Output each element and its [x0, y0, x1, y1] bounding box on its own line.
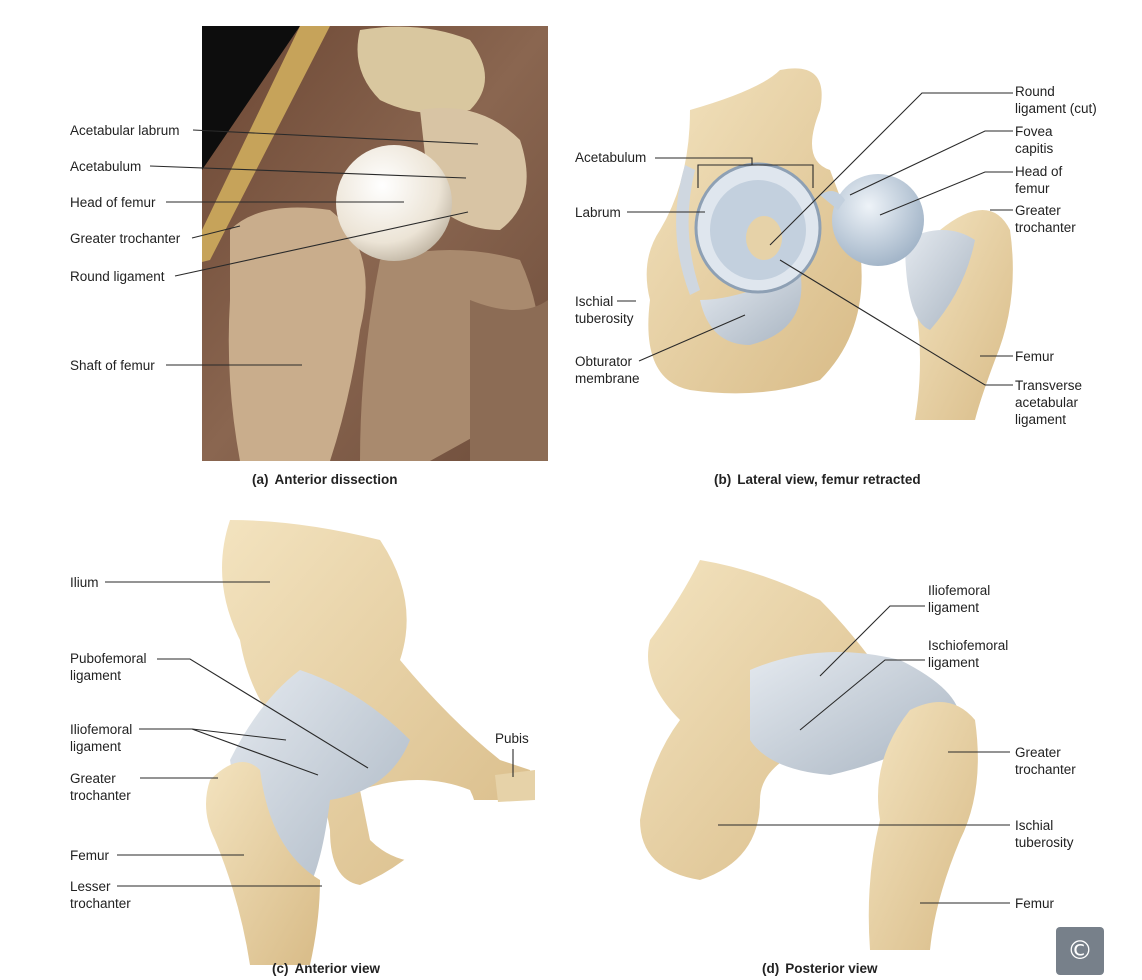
- label-b-obturator-line1: Obturator: [575, 354, 633, 369]
- caption-d: (d) Posterior view: [762, 961, 878, 976]
- label-c-pubis: Pubis: [495, 731, 529, 746]
- label-shaft-of-femur: Shaft of femur: [70, 358, 155, 373]
- dissection-photo: [202, 26, 548, 461]
- label-d-femur: Femur: [1015, 896, 1055, 911]
- label-d-ischial-tuberosity-line1: Ischial: [1015, 818, 1054, 833]
- caption-a: (a) Anterior dissection: [252, 472, 398, 487]
- label-b-fovea-line1: Fovea: [1015, 124, 1053, 139]
- label-d-ischial-tuberosity-line2: tuberosity: [1015, 835, 1074, 850]
- label-c-pubofemoral-line2: ligament: [70, 668, 122, 683]
- caption-a-title: Anterior dissection: [274, 472, 398, 487]
- label-d-iliofemoral-line2: ligament: [928, 600, 980, 615]
- lateral-view-illustration: [646, 68, 1013, 420]
- caption-d-letter: (d): [762, 961, 780, 976]
- label-b-round-ligament-line1: Round: [1015, 84, 1055, 99]
- label-greater-trochanter: Greater trochanter: [70, 231, 181, 246]
- caption-a-letter: (a): [252, 472, 269, 487]
- label-b-head-line1: Head of: [1015, 164, 1063, 179]
- label-b-fovea-line2: capitis: [1015, 141, 1054, 156]
- label-b-greater-trochanter-line2: trochanter: [1015, 220, 1076, 235]
- label-b-head-line2: femur: [1015, 181, 1050, 196]
- caption-c-letter: (c): [272, 961, 289, 976]
- caption-d-title: Posterior view: [785, 961, 878, 976]
- label-b-ischial-tuberosity-line1: Ischial: [575, 294, 614, 309]
- label-acetabulum: Acetabulum: [70, 159, 142, 174]
- posterior-view-illustration: [640, 560, 978, 950]
- label-c-lesser-trochanter-line2: trochanter: [70, 896, 131, 911]
- caption-b-title: Lateral view, femur retracted: [737, 472, 921, 487]
- label-d-ischiofemoral-line2: ligament: [928, 655, 980, 670]
- label-b-round-ligament-line2: ligament (cut): [1015, 101, 1097, 116]
- caption-c-title: Anterior view: [294, 961, 381, 976]
- copyright-icon[interactable]: ©: [1056, 927, 1104, 975]
- label-c-lesser-trochanter-line1: Lesser: [70, 879, 111, 894]
- label-b-transverse-line2: acetabular: [1015, 395, 1079, 410]
- caption-c: (c) Anterior view: [272, 961, 380, 976]
- label-b-greater-trochanter-line1: Greater: [1015, 203, 1061, 218]
- caption-b: (b) Lateral view, femur retracted: [714, 472, 921, 487]
- label-b-femur: Femur: [1015, 349, 1055, 364]
- label-c-iliofemoral-line2: ligament: [70, 739, 122, 754]
- label-b-labrum: Labrum: [575, 205, 621, 220]
- label-c-iliofemoral-line1: Iliofemoral: [70, 722, 133, 737]
- label-b-ischial-tuberosity-line2: tuberosity: [575, 311, 634, 326]
- label-d-ischiofemoral-line1: Ischiofemoral: [928, 638, 1009, 653]
- label-head-of-femur: Head of femur: [70, 195, 156, 210]
- label-c-greater-trochanter-line2: trochanter: [70, 788, 131, 803]
- anterior-view-illustration: [206, 520, 535, 965]
- caption-b-letter: (b): [714, 472, 732, 487]
- label-c-pubofemoral-line1: Pubofemoral: [70, 651, 147, 666]
- label-d-greater-trochanter-line1: Greater: [1015, 745, 1061, 760]
- label-b-obturator-line2: membrane: [575, 371, 640, 386]
- label-round-ligament: Round ligament: [70, 269, 165, 284]
- label-c-ilium: Ilium: [70, 575, 99, 590]
- label-acetabular-labrum: Acetabular labrum: [70, 123, 180, 138]
- label-d-greater-trochanter-line2: trochanter: [1015, 762, 1076, 777]
- label-c-greater-trochanter-line1: Greater: [70, 771, 116, 786]
- label-b-transverse-line3: ligament: [1015, 412, 1067, 427]
- label-c-femur: Femur: [70, 848, 110, 863]
- label-d-iliofemoral-line1: Iliofemoral: [928, 583, 991, 598]
- label-b-acetabulum: Acetabulum: [575, 150, 647, 165]
- label-b-transverse-line1: Transverse: [1015, 378, 1083, 393]
